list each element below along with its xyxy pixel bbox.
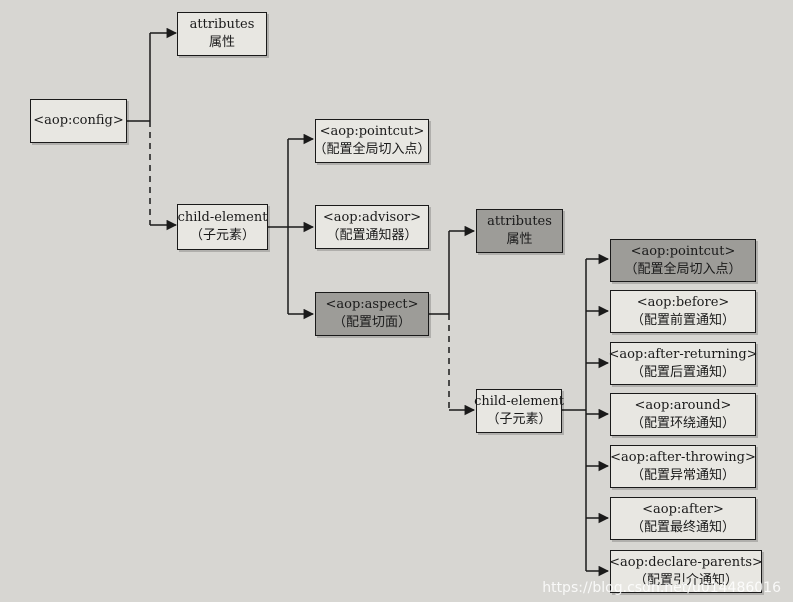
node-aspect-child-title: child-element [474, 394, 564, 409]
leaf-pointcut-title: <aop:pointcut> [630, 243, 736, 259]
leaf-declare-parents-subtitle: （配置引介通知） [633, 572, 738, 588]
node-advisor-title: <aop:advisor> [322, 210, 422, 225]
node-advisor: <aop:advisor> （配置通知器） [315, 205, 429, 249]
node-pointcut: <aop:pointcut> （配置全局切入点） [313, 119, 431, 163]
leaf-before: <aop:before> （配置前置通知） [610, 290, 756, 333]
leaf-before-subtitle: （配置前置通知） [630, 312, 735, 328]
node-config-child-subtitle: （子元素） [189, 228, 255, 243]
node-aspect-title: <aop:aspect> [325, 297, 419, 312]
node-config-attributes-title: attributes [189, 17, 255, 32]
leaf-around-title: <aop:around> [634, 397, 732, 413]
leaf-after-returning-title: <aop:after-returning> [608, 346, 758, 362]
node-aspect-subtitle: （配置切面） [332, 315, 411, 330]
leaf-around: <aop:around> （配置环绕通知） [610, 393, 756, 436]
node-aspect-attributes: attributes 属性 [476, 209, 563, 253]
leaf-after-subtitle: （配置最终通知） [630, 519, 735, 535]
node-aspect: <aop:aspect> （配置切面） [315, 292, 429, 336]
node-aspect-child-element: child-element （子元素） [474, 389, 564, 433]
leaf-pointcut-subtitle: （配置全局切入点） [624, 261, 742, 277]
node-pointcut-title: <aop:pointcut> [319, 124, 425, 139]
leaf-after-throwing-subtitle: （配置异常通知） [630, 467, 735, 483]
leaf-declare-parents-title: <aop:declare-parents> [609, 554, 763, 570]
leaf-after-throwing-title: <aop:after-throwing> [610, 449, 756, 465]
leaf-before-title: <aop:before> [636, 294, 730, 310]
leaf-after-throwing: <aop:after-throwing> （配置异常通知） [610, 445, 756, 488]
node-aspect-attributes-subtitle: 属性 [506, 232, 533, 247]
leaf-after-returning-subtitle: （配置后置通知） [630, 364, 735, 380]
leaf-around-subtitle: （配置环绕通知） [630, 415, 735, 431]
node-aspect-attributes-title: attributes [487, 214, 552, 229]
node-config-child-title: child-element [177, 210, 268, 225]
node-advisor-subtitle: （配置通知器） [326, 228, 418, 243]
node-pointcut-subtitle: （配置全局切入点） [313, 142, 431, 157]
node-config-attributes: attributes 属性 [177, 12, 267, 56]
watermark: https://blog.csdn.net/u014486016 [542, 580, 781, 596]
node-config-child-element: child-element （子元素） [177, 204, 268, 250]
node-config-attributes-subtitle: 属性 [208, 35, 235, 50]
node-aop-config-title: <aop:config> [33, 113, 124, 128]
leaf-pointcut: <aop:pointcut> （配置全局切入点） [610, 239, 756, 282]
leaf-after-returning: <aop:after-returning> （配置后置通知） [608, 342, 758, 385]
node-aspect-child-subtitle: （子元素） [486, 412, 552, 427]
leaf-declare-parents: <aop:declare-parents> （配置引介通知） [609, 550, 763, 593]
leaf-after-title: <aop:after> [642, 501, 724, 517]
leaf-after: <aop:after> （配置最终通知） [610, 497, 756, 540]
node-aop-config: <aop:config> [30, 99, 127, 143]
